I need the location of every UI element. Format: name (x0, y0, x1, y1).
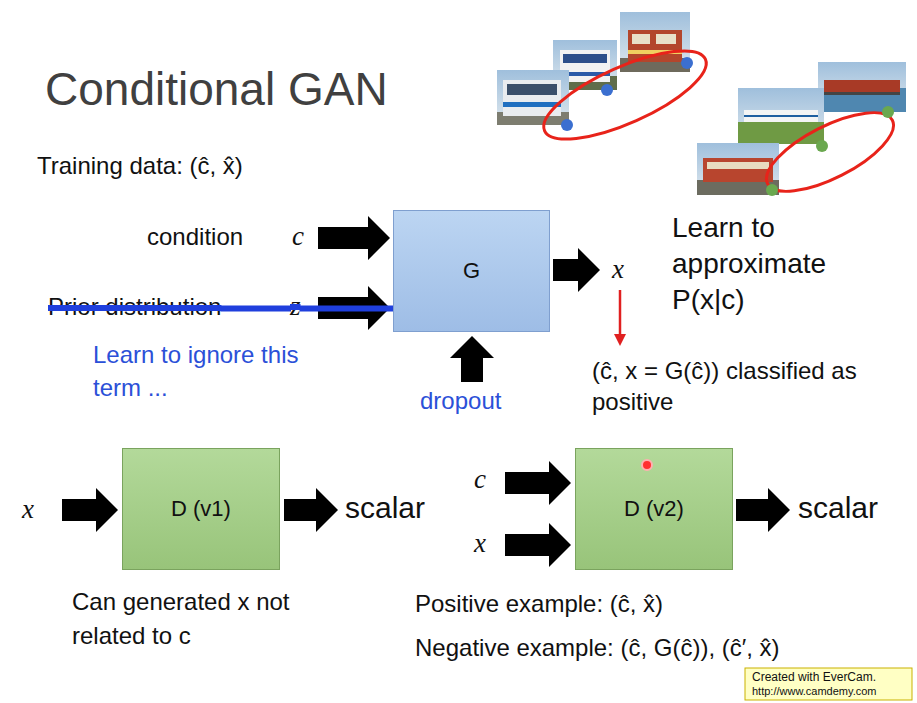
red-arrow (614, 290, 626, 346)
cluster-ellipses (533, 34, 904, 207)
box-label: D (v1) (171, 496, 231, 522)
discriminator-box: D (v2) (575, 448, 733, 570)
watermark-box (745, 668, 912, 700)
math-symbol: z (290, 290, 301, 322)
block-arrow (505, 461, 571, 505)
math-symbol: c (292, 220, 304, 252)
slide-text: Can generated x not related to c (72, 585, 352, 653)
block-arrow (736, 488, 790, 532)
strike-line (220, 306, 291, 312)
slide-text: Prior distribution (48, 292, 221, 321)
slide-text: scalar (345, 490, 425, 526)
block-arrow (62, 488, 118, 532)
train-photo (818, 62, 906, 112)
math-symbol: x (22, 493, 34, 525)
slide-title: Conditional GAN (45, 62, 388, 117)
generator-box: G (393, 210, 550, 332)
math-symbol: x (612, 253, 624, 285)
slide-text: scalar (798, 490, 878, 526)
block-arrow (284, 488, 338, 532)
slide-text: condition (147, 223, 243, 252)
train-photo (497, 70, 569, 125)
slide-text: Positive example: (ĉ, x̂) (415, 590, 663, 619)
cluster-ellipse (756, 97, 904, 207)
box-label: G (463, 258, 480, 284)
math-symbol: x (474, 527, 486, 559)
slide-text: Training data: (ĉ, x̂) (37, 152, 243, 181)
train-photo (738, 88, 824, 144)
watermark-text: http://www.camdemy.com (752, 685, 877, 698)
train-photo (697, 143, 779, 195)
slide-text: dropout (420, 387, 501, 416)
watermark-text: Created with EverCam. (752, 670, 876, 684)
sample-dots (561, 57, 894, 196)
train-photos (497, 12, 906, 195)
slide-text: Learn to approximate P(x|c) (672, 210, 887, 318)
block-arrow (318, 216, 390, 260)
slide-text: Negative example: (ĉ, G(ĉ)), (ĉ′, x̂) (415, 634, 780, 663)
block-arrow (553, 248, 600, 292)
block-arrow (450, 336, 494, 382)
strike-line (300, 306, 393, 312)
block-arrow (505, 523, 571, 567)
slide-text: (ĉ, x = G(ĉ)) classified as positive (592, 355, 892, 417)
slide-text: Learn to ignore this term ... (93, 338, 328, 404)
math-symbol: c (474, 463, 486, 495)
box-label: D (v2) (624, 496, 684, 522)
cluster-ellipse (533, 34, 717, 157)
discriminator-box: D (v1) (122, 448, 280, 570)
